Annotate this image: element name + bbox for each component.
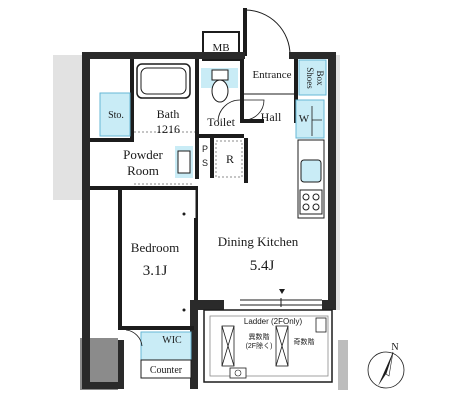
balcony-label-a-2: (2F除く) <box>246 341 273 350</box>
dining-kitchen-size: 5.4J <box>250 258 275 274</box>
compass-north-label: N <box>391 342 398 353</box>
bath-size: 1216 <box>156 122 180 136</box>
powder-room-label: Powder <box>123 147 163 162</box>
hatch-b <box>275 325 289 367</box>
bathtub-inner <box>140 67 187 95</box>
toilet-door <box>217 99 241 123</box>
stove-icon <box>299 189 323 215</box>
dining-kitchen-label: Dining Kitchen <box>218 234 299 249</box>
balcony <box>203 309 333 383</box>
ps-label-2: S <box>202 158 208 168</box>
entrance-door <box>244 9 291 56</box>
refrigerator-space <box>215 140 243 178</box>
bath-label: Bath <box>157 107 180 121</box>
exterior-walls <box>82 52 336 389</box>
refrigerator-label: R <box>226 152 234 166</box>
bedroom-outlet-icon-2 <box>182 308 186 312</box>
bathtub <box>136 63 191 99</box>
balcony-label-a: 異数階 <box>249 332 270 341</box>
interior-walls <box>90 59 298 330</box>
bedroom-outlet-icon <box>182 212 186 216</box>
exterior-shade-right <box>336 55 340 310</box>
mb-label: MB <box>212 42 229 54</box>
hatch-a <box>221 325 235 367</box>
toilet-tank <box>211 69 229 81</box>
storage-unit <box>99 92 131 137</box>
window-marker-icon <box>279 289 285 294</box>
hall-label: Hall <box>261 110 282 124</box>
hall-door <box>243 99 265 121</box>
bedroom-label: Bedroom <box>131 240 179 255</box>
balcony-inner <box>209 315 329 377</box>
exterior-shade-balcony <box>338 340 348 390</box>
storage-label: Sto. <box>108 110 124 121</box>
entrance-door-leaf <box>243 8 247 56</box>
sliding-window <box>240 298 322 307</box>
wic-door <box>125 329 143 347</box>
washer-drain-icon <box>311 106 322 136</box>
kitchen-sink-icon <box>300 159 322 183</box>
toilet-bowl-icon <box>211 79 229 103</box>
ladder-label: Ladder (2FOnly) <box>244 317 303 326</box>
washer-label: W <box>299 113 310 125</box>
counter-label: Counter <box>150 365 183 376</box>
exterior-shade-left <box>53 55 82 200</box>
shoes-box-label: Shoes <box>305 67 315 89</box>
balcony-label-b: 奇数階 <box>294 337 315 346</box>
shoes-box <box>298 59 327 96</box>
washer-space <box>295 99 325 139</box>
sink-icon <box>177 150 191 174</box>
toilet-label: Toilet <box>207 115 235 129</box>
ladder-hatch-icon <box>315 317 327 333</box>
ps-label: P <box>202 144 208 154</box>
bedroom-size: 3.1J <box>143 263 168 279</box>
powder-room-label-2: Room <box>127 163 159 178</box>
compass-icon <box>367 351 405 389</box>
wic-label: WIC <box>162 335 182 346</box>
shoes-box-label-2: Box <box>315 70 325 86</box>
counter-box <box>140 359 192 379</box>
aircon-unit-icon <box>229 367 247 379</box>
entrance-label: Entrance <box>252 69 291 81</box>
